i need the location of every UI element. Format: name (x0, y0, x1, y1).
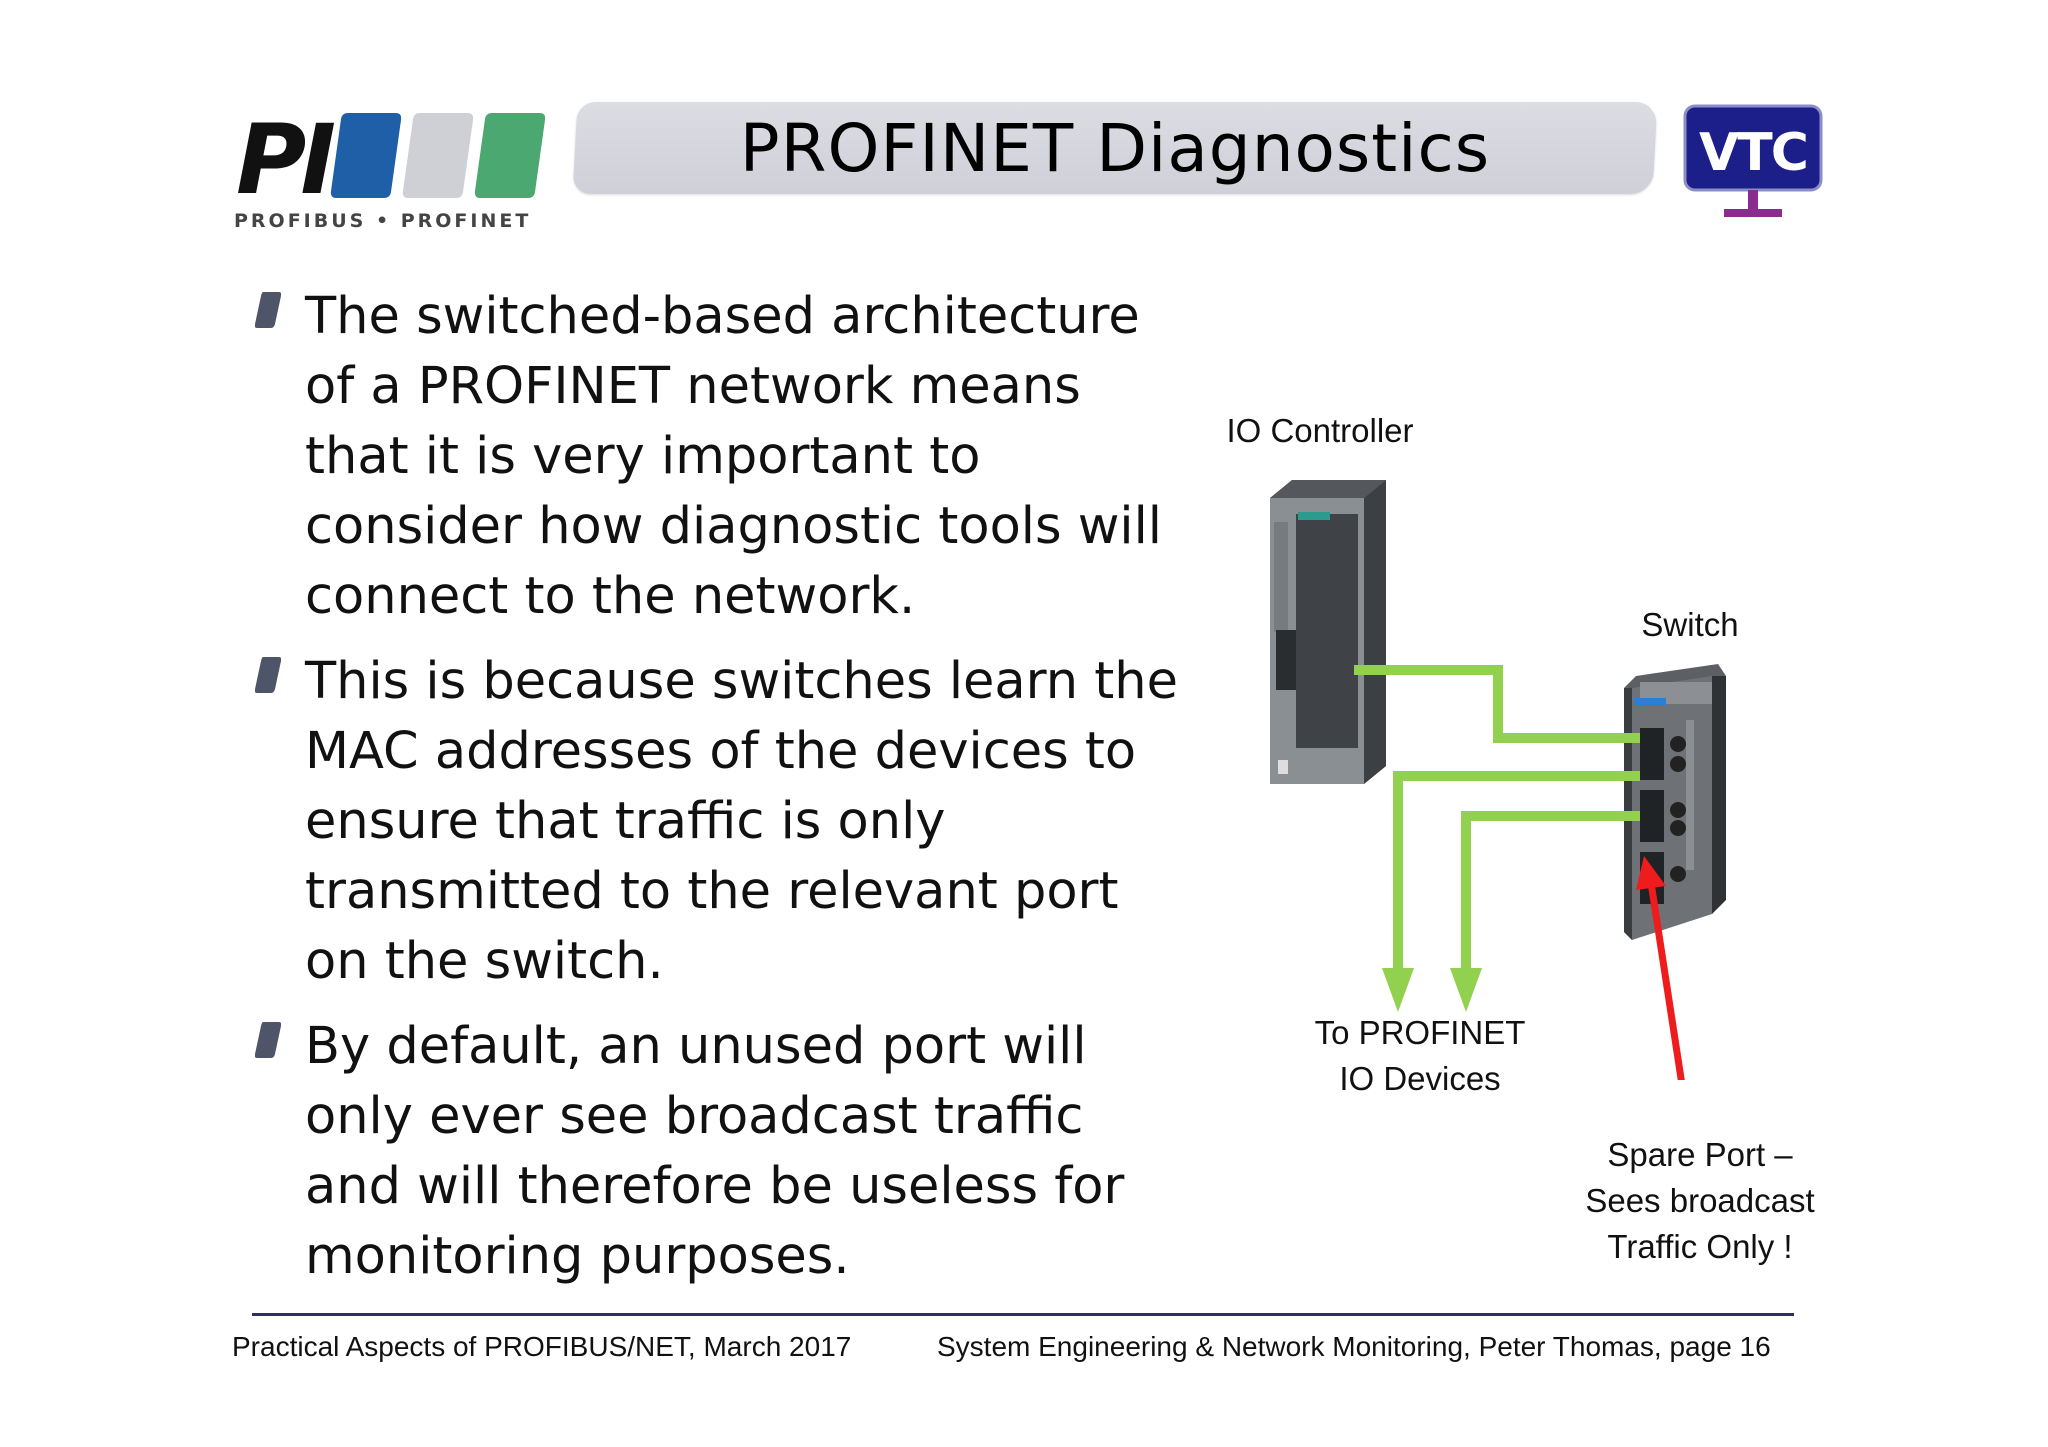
bullet-text: This is because switches learn the MAC a… (305, 652, 1178, 991)
bullet-text: The switched-based architecture of a PRO… (305, 287, 1162, 626)
spare-port-label-line3: Traffic Only ! (1607, 1228, 1793, 1265)
profibus-profinet-logo: PI PROFIBUS • PROFINET (230, 104, 560, 235)
switch-device-icon (1624, 664, 1726, 940)
green-link-lines (1354, 665, 1640, 978)
bullet-icon (255, 1022, 281, 1058)
spare-port-label-line2: Sees broadcast (1585, 1182, 1815, 1219)
spare-port-label-line1: Spare Port – (1607, 1136, 1793, 1173)
arrow-up-icon (1636, 856, 1666, 890)
slide-title: PROFINET Diagnostics (739, 109, 1491, 187)
vtc-logo-text: VTC (1699, 123, 1807, 183)
arrow-down-icon (1382, 968, 1414, 1012)
diagram-graphics (1270, 480, 1726, 1080)
spare-port-arrow (1646, 875, 1685, 1080)
pi-logo-tagline: PROFIBUS • PROFINET (234, 210, 531, 232)
network-diagram: IO Controller Switch (1200, 380, 1900, 1340)
to-devices-label-line1: To PROFINET (1314, 1014, 1526, 1051)
footer-section-author-page: System Engineering & Network Monitoring,… (937, 1331, 1771, 1362)
io-controller-label: IO Controller (1226, 412, 1414, 449)
pi-logo-mark: PI (236, 105, 334, 216)
bullet-icon (255, 657, 281, 693)
vtc-logo: VTC (1682, 103, 1824, 219)
bullet-icon (255, 292, 281, 328)
switch-label: Switch (1641, 606, 1739, 643)
footer-course-title: Practical Aspects of PROFIBUS/NET, March… (232, 1331, 852, 1362)
io-controller-device-icon (1270, 480, 1386, 784)
arrow-down-icon (1450, 968, 1482, 1012)
bullet-text: By default, an unused port will only eve… (305, 1017, 1125, 1286)
footer-divider (252, 1313, 1794, 1316)
to-devices-label-line2: IO Devices (1339, 1060, 1501, 1097)
